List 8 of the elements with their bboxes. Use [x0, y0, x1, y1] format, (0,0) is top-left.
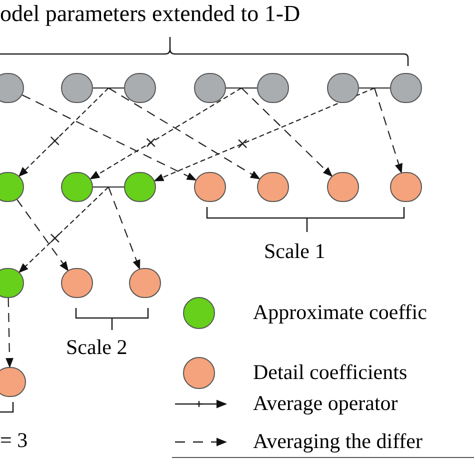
scale-label: Scale 1: [264, 238, 326, 264]
scale-label: = 3: [0, 427, 28, 454]
legend-text: Averaging the differ: [253, 428, 422, 454]
heading-text: odel parameters extended to 1-D: [0, 0, 300, 28]
legend-text: Average operator: [253, 390, 398, 416]
scale-label: Scale 2: [66, 334, 128, 360]
legend-text: Approximate coeffic: [253, 299, 427, 326]
legend-text: Detail coefficients: [253, 359, 408, 386]
